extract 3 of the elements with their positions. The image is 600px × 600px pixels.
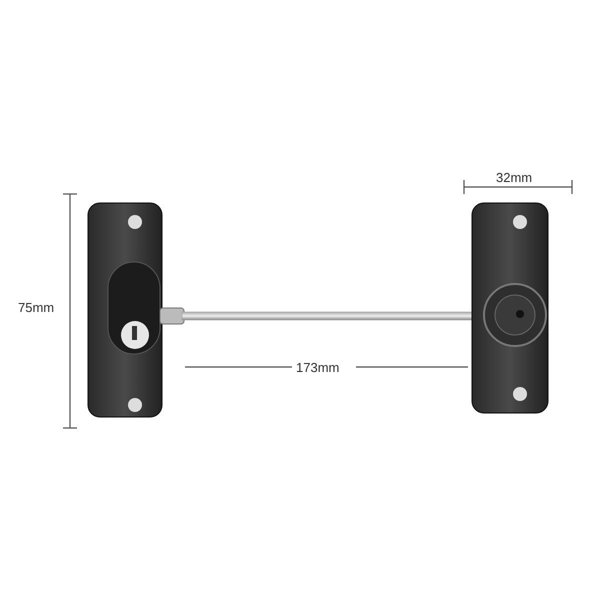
- dimension-label: 173mm: [296, 360, 340, 376]
- dimension-label: 32mm: [496, 170, 532, 186]
- dimension-label: 75mm: [18, 300, 54, 316]
